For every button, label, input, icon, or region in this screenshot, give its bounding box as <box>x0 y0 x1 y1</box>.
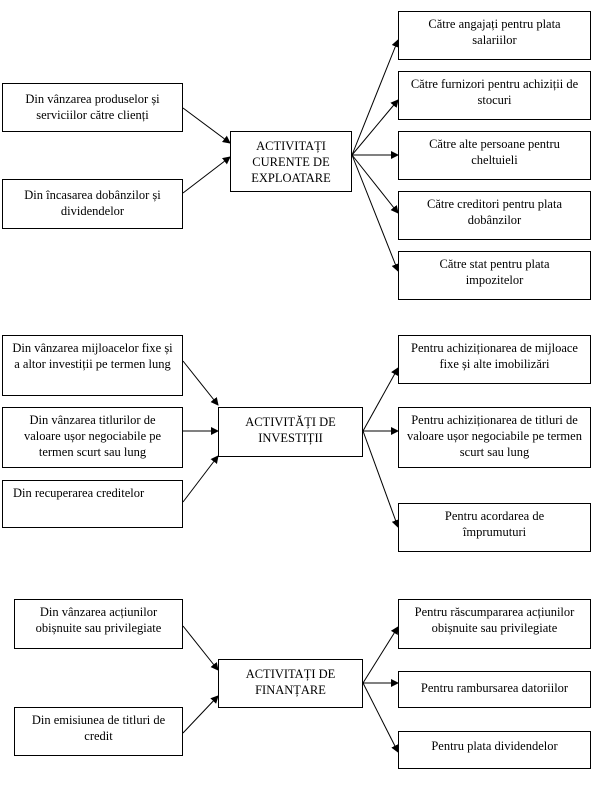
outflow-box: Pentru plata dividendelor <box>398 731 591 769</box>
arrow <box>182 360 219 406</box>
outflow-box: Pentru acordarea de împrumuturi <box>398 503 591 552</box>
outflow-box: Pentru rambursarea datoriilor <box>398 671 591 708</box>
inflow-box: Din vânzarea mijloacelor fixe și a altor… <box>2 335 183 396</box>
arrow <box>362 430 400 528</box>
outflow-box: Către creditori pentru plata dobânzilor <box>398 191 591 240</box>
arrow <box>182 455 219 503</box>
arrow <box>182 625 219 671</box>
outflow-box: Pentru achiziționarea de mijloace fixe ș… <box>398 335 591 384</box>
inflow-box: Din încasarea dobânzilor și dividendelor <box>2 179 183 229</box>
arrow <box>351 99 399 156</box>
activity-center-box: ACTIVITĂȚI DE INVESTIȚII <box>218 407 363 457</box>
outflow-box: Pentru răscumpararea acțiunilor obișnuit… <box>398 599 591 649</box>
outflow-box: Către furnizori pentru achiziții de stoc… <box>398 71 591 120</box>
arrow <box>351 154 399 214</box>
inflow-box: Din vânzarea produselor și serviciilor c… <box>2 83 183 132</box>
arrow <box>362 626 399 684</box>
arrow <box>362 682 399 753</box>
inflow-box: Din emisiunea de titluri de credit <box>14 707 183 756</box>
outflow-box: Către angajați pentru plata salariilor <box>398 11 591 60</box>
inflow-box: Din vânzarea titlurilor de valoare ușor … <box>2 407 183 468</box>
outflow-box: Către stat pentru plata impozitelor <box>398 251 591 300</box>
arrow <box>182 695 219 734</box>
outflow-box: Către alte persoane pentru cheltuieli <box>398 131 591 180</box>
arrow <box>362 367 399 432</box>
arrow <box>182 156 231 194</box>
arrow <box>351 39 400 156</box>
arrow <box>351 154 400 272</box>
arrow <box>182 107 231 144</box>
inflow-box: Din vânzarea acțiunilor obișnuite sau pr… <box>14 599 183 649</box>
inflow-box: Din recuperarea creditelor <box>2 480 183 528</box>
activity-center-box: ACTIVITAȚI DE FINANȚARE <box>218 659 363 708</box>
activity-center-box: ACTIVITAȚI CURENTE DE EXPLOATARE <box>230 131 352 192</box>
outflow-box: Pentru achiziționarea de titluri de valo… <box>398 407 591 468</box>
